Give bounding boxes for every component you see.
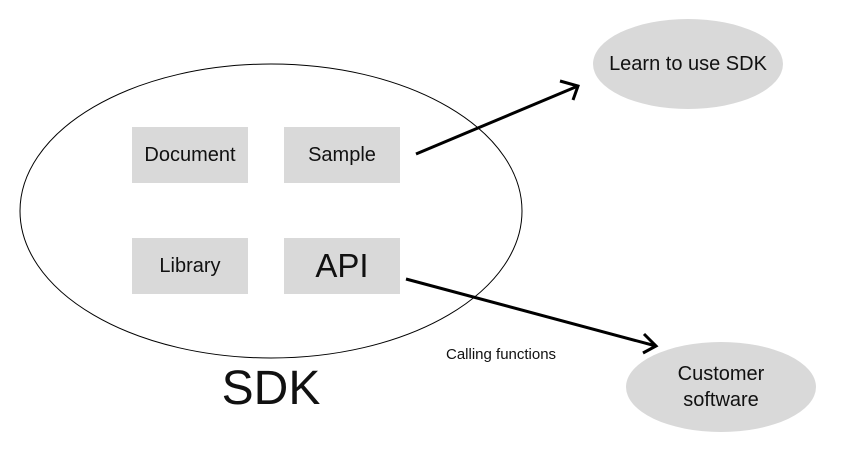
- customer-label: Customer software: [677, 363, 765, 411]
- edge-label-calling-functions: Calling functions: [446, 346, 557, 363]
- learn-target-ellipse: [593, 19, 783, 109]
- learn-label: Learn to use SDK: [609, 53, 767, 75]
- document-box: Document: [132, 127, 248, 183]
- library-box: Library: [132, 238, 248, 294]
- api-label: API: [315, 247, 369, 284]
- sdk-container-label: SDK: [221, 362, 321, 415]
- api-box: API: [284, 238, 400, 294]
- library-label: Library: [159, 254, 221, 277]
- customer-target-ellipse: [626, 342, 816, 432]
- learn-target: Learn to use SDK: [593, 19, 783, 109]
- arrow-api-to-customer: [405, 277, 659, 355]
- arrow-sample-to-learn: [415, 79, 580, 156]
- customer-target: Customer software: [656, 342, 786, 432]
- sample-label: Sample: [308, 143, 376, 166]
- sdk-container-ellipse: [19, 63, 523, 359]
- document-label: Document: [144, 143, 236, 166]
- sample-box: Sample: [284, 127, 400, 183]
